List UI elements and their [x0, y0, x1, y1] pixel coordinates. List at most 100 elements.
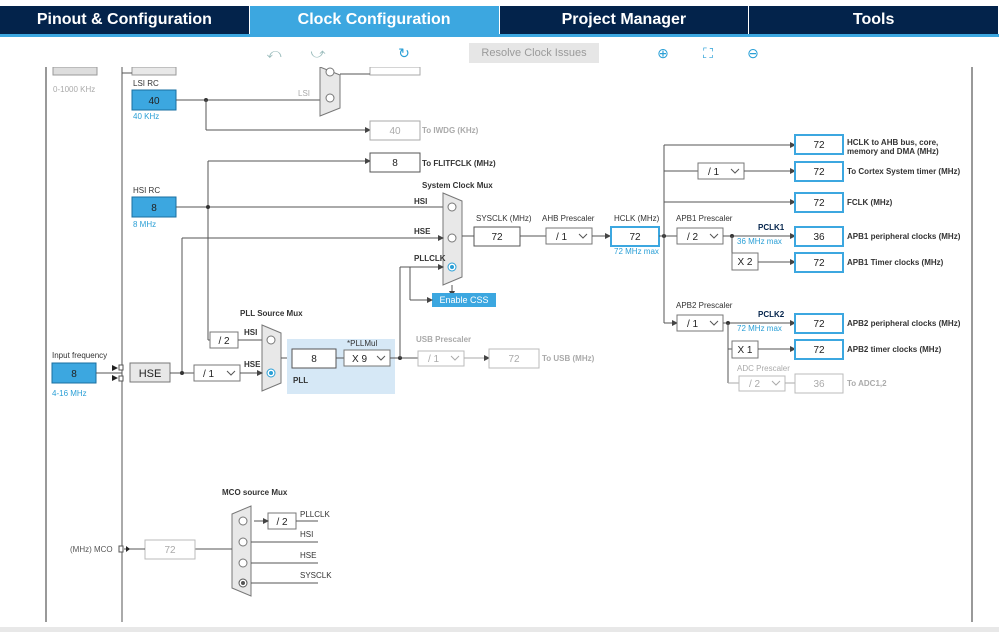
flitfclk-label: To FLITFCLK (MHz): [422, 159, 496, 168]
adc-output: [794, 373, 844, 394]
chevron-down-icon: [709, 320, 719, 326]
rtc-output: [369, 67, 421, 76]
output-cortex: 72 To Cortex System timer (MHz): [794, 161, 961, 182]
pclk2-label: PCLK2: [758, 310, 785, 319]
svg-text:72: 72: [813, 167, 825, 178]
undo-icon[interactable]: ⤺: [266, 45, 282, 61]
ahb-value: / 1: [556, 232, 568, 243]
sysmux-title: System Clock Mux: [422, 181, 493, 190]
bottom-scrollbar[interactable]: [0, 627, 999, 632]
reset-icon[interactable]: ↻: [398, 45, 410, 61]
svg-text:72: 72: [813, 198, 825, 209]
mco-opt-sysclk: SYSCLK: [300, 571, 332, 580]
adc-label: ADC Prescaler: [737, 364, 790, 373]
mco-value: 72: [164, 545, 176, 556]
chevron-down-icon: [578, 233, 588, 239]
mco-div-value: / 2: [276, 517, 288, 528]
svg-text:APB1 peripheral clocks (MHz): APB1 peripheral clocks (MHz): [847, 232, 961, 241]
tab-project[interactable]: Project Manager: [499, 6, 750, 34]
hsi-freq: 8 MHz: [133, 220, 156, 229]
input-frequency-value: 8: [71, 369, 77, 380]
hsi-value: 8: [151, 203, 157, 214]
pll-mul-label: *PLLMul: [347, 339, 377, 348]
mco-title: MCO source Mux: [222, 488, 288, 497]
svg-text:HCLK to AHB bus, core,: HCLK to AHB bus, core,: [847, 138, 938, 147]
svg-text:To Cortex System timer (MHz): To Cortex System timer (MHz): [847, 167, 961, 176]
cortex-divider-value: / 1: [708, 167, 720, 178]
top-tab-bar: Pinout & Configuration Clock Configurati…: [0, 6, 999, 34]
mco-opt-pllclk: PLLCLK: [300, 510, 330, 519]
svg-text:APB1 Timer clocks (MHz): APB1 Timer clocks (MHz): [847, 258, 944, 267]
output-apb2-periph: 72 APB2 peripheral clocks (MHz): [794, 313, 961, 334]
apb2-mult-value: X 1: [737, 345, 752, 356]
sysmux-hsi-radio[interactable]: [447, 202, 457, 212]
tab-clock[interactable]: Clock Configuration: [249, 6, 500, 34]
oscillator-icon: [112, 365, 118, 381]
sysmux-pllclk-label: PLLCLK: [414, 254, 446, 263]
pllsrc-hsi-label: HSI: [244, 328, 257, 337]
lse-input[interactable]: [52, 67, 98, 76]
tab-underline: [0, 34, 999, 37]
pclk1-label: PCLK1: [758, 223, 785, 232]
input-frequency-label: Input frequency: [52, 351, 107, 360]
iwdg-label: To IWDG (KHz): [422, 126, 479, 135]
hclk-max: 72 MHz max: [614, 247, 659, 256]
pclk2-max: 72 MHz max: [737, 324, 782, 333]
usb-out-label: To USB (MHz): [542, 354, 595, 363]
clock-tree-canvas: 0-1000 KHz LSI RC 40 40 KHz LSI 40 To IW…: [45, 67, 973, 622]
iwdg-output: [369, 120, 421, 141]
resolve-clock-issues-button[interactable]: Resolve Clock Issues: [469, 43, 599, 63]
flitfclk-output: [369, 152, 421, 173]
sysmux-hsi-label: HSI: [414, 197, 427, 206]
mco-opt-hsi: HSI: [300, 530, 313, 539]
input-frequency-range: 4-16 MHz: [52, 389, 87, 398]
chevron-down-icon: [450, 355, 460, 361]
mco-hse-radio[interactable]: [238, 558, 248, 568]
adc-out-value: 36: [813, 379, 825, 390]
hclk-value: 72: [629, 232, 641, 243]
apb1-label: APB1 Prescaler: [676, 214, 733, 223]
output-apb1-periph: 36 APB1 peripheral clocks (MHz): [794, 226, 961, 247]
hsi-title: HSI RC: [133, 186, 160, 195]
usb-out-value: 72: [508, 354, 520, 365]
enable-css-label: Enable CSS: [439, 295, 488, 305]
hse-label: HSE: [139, 368, 162, 380]
output-fclk: 72 FCLK (MHz): [794, 192, 893, 213]
mco-hsi-radio[interactable]: [238, 537, 248, 547]
svg-text:FCLK (MHz): FCLK (MHz): [847, 198, 893, 207]
pllmul-value: X 9: [352, 354, 367, 365]
output-apb1-timer: 72 APB1 Timer clocks (MHz): [794, 252, 944, 273]
apb1-value: / 2: [687, 232, 699, 243]
chevron-down-icon: [709, 233, 719, 239]
toolbar: ⤺ ⤻ ↻ ⊕ ⛶ ⊖: [0, 37, 999, 67]
svg-text:72: 72: [813, 319, 825, 330]
lsi-title: LSI RC: [133, 79, 159, 88]
redo-icon[interactable]: ⤻: [310, 45, 326, 61]
zoom-out-icon[interactable]: ⊖: [747, 45, 759, 61]
iwdg-value: 40: [389, 126, 401, 137]
pll-label: PLL: [293, 376, 308, 385]
chevron-down-icon: [226, 370, 236, 376]
chevron-down-icon: [730, 168, 740, 174]
pclk1-max: 36 MHz max: [737, 237, 782, 246]
pll-input-value: 8: [311, 354, 317, 365]
enable-css-button[interactable]: [432, 293, 496, 307]
ahb-label: AHB Prescaler: [542, 214, 595, 223]
output-hclk: 72 HCLK to AHB bus, core, memory and DMA…: [794, 134, 939, 156]
sysmux-hse-radio[interactable]: [447, 233, 457, 243]
usb-value: / 1: [428, 354, 440, 365]
pllsrc-hsi-radio[interactable]: [266, 335, 276, 345]
chevron-down-icon: [771, 380, 781, 386]
sysclk-value: 72: [491, 232, 503, 243]
output-apb2-timer: 72 APB2 timer clocks (MHz): [794, 339, 942, 360]
lsi-mux-label: LSI: [298, 89, 310, 98]
mco-pllclk-radio[interactable]: [238, 516, 248, 526]
pllsrc-hsi-div: / 2: [218, 336, 230, 347]
adc-value: / 2: [749, 379, 761, 390]
tab-tools[interactable]: Tools: [749, 6, 999, 34]
sysmux-hse-label: HSE: [414, 227, 431, 236]
fit-icon[interactable]: ⛶: [703, 45, 713, 61]
zoom-in-icon[interactable]: ⊕: [657, 45, 669, 61]
svg-text:memory and DMA (MHz): memory and DMA (MHz): [847, 147, 939, 156]
tab-pinout[interactable]: Pinout & Configuration: [0, 6, 250, 34]
